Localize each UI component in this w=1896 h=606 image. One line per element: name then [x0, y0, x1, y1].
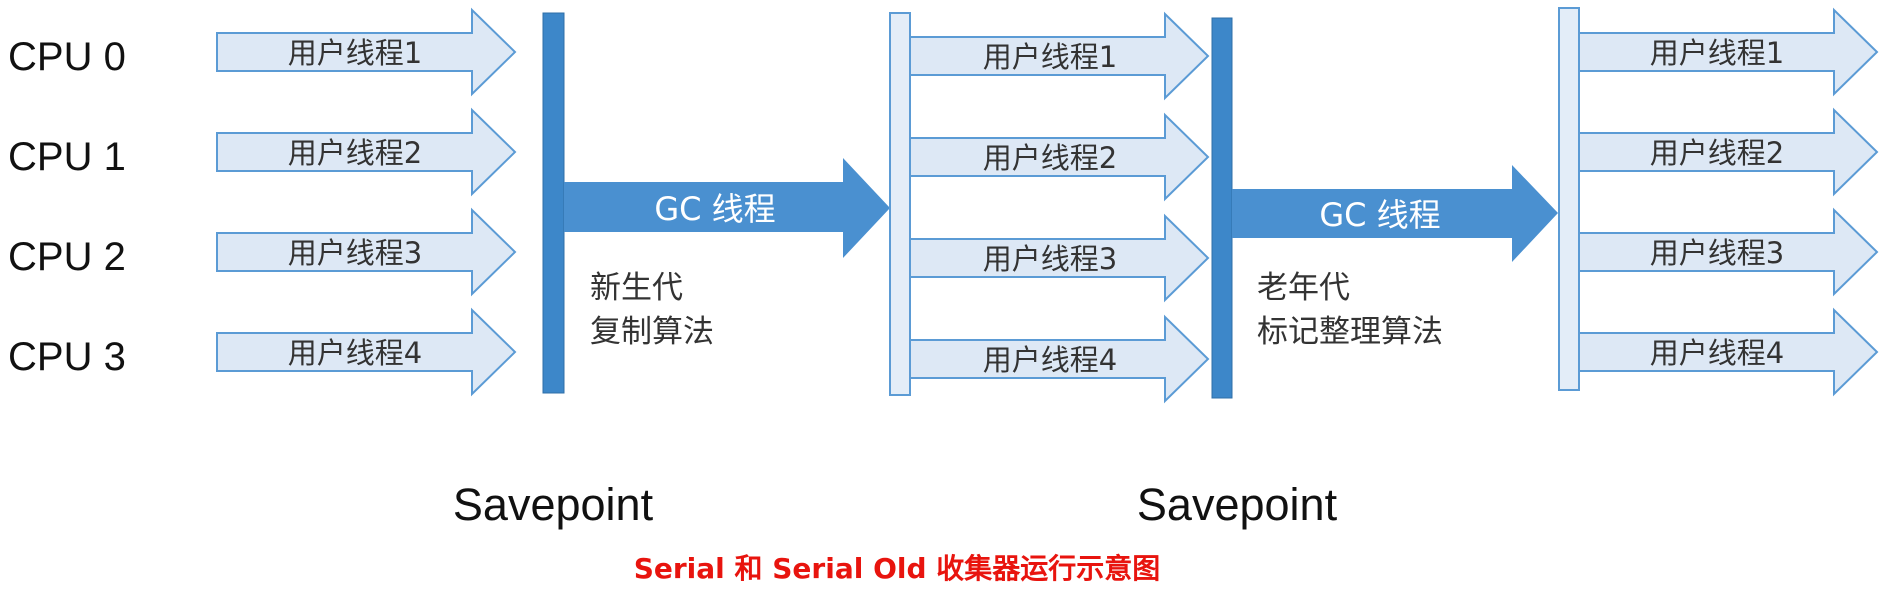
- thread-arrow-3: [1578, 207, 1879, 297]
- savepoint-label-2: Savepoint: [1137, 479, 1338, 530]
- copy-algorithm-label: 复制算法: [590, 314, 714, 350]
- thread-label: 用户线程3: [983, 242, 1117, 276]
- cpu-label-1: CPU 1: [8, 135, 126, 179]
- savepoint-bar-1: [542, 12, 565, 394]
- cpu-label-3: CPU 3: [8, 335, 126, 379]
- thread-label: 用户线程2: [983, 141, 1117, 175]
- thread-arrow-4: [1578, 307, 1879, 397]
- thread-label: 用户线程4: [983, 343, 1117, 377]
- phase3-threads: 用户线程1 用户线程2 用户线程3 用户线程4: [1578, 7, 1879, 397]
- thread-arrow-1: [216, 7, 517, 97]
- thread-arrow-3: [909, 213, 1210, 303]
- thread-label: 用户线程1: [288, 36, 422, 70]
- thread-arrow-2: [909, 112, 1210, 202]
- thread-arrow-4: [909, 314, 1210, 404]
- cpu-label-0: CPU 0: [8, 35, 126, 79]
- savepoint-label-1: Savepoint: [453, 479, 654, 530]
- thread-arrow-3: [216, 207, 517, 297]
- thread-arrow-1: [909, 11, 1210, 101]
- gc-arrow-1: [564, 158, 890, 258]
- diagram-caption: Serial 和 Serial Old 收集器运行示意图: [634, 552, 1161, 585]
- old-gen-label: 老年代: [1257, 270, 1350, 306]
- thread-label: 用户线程1: [1650, 36, 1784, 70]
- thread-arrow-1: [1578, 7, 1879, 97]
- thread-arrow-4: [216, 307, 517, 397]
- thread-label: 用户线程3: [288, 236, 422, 270]
- thread-arrow-2: [1578, 107, 1879, 197]
- cpu-label-2: CPU 2: [8, 235, 126, 279]
- thread-label: 用户线程2: [1650, 136, 1784, 170]
- thread-label: 用户线程2: [288, 136, 422, 170]
- gc-thread-label: GC 线程: [1319, 196, 1440, 234]
- thread-label: 用户线程4: [288, 336, 422, 370]
- thread-label: 用户线程3: [1650, 236, 1784, 270]
- thread-label: 用户线程1: [983, 40, 1117, 74]
- savepoint-bar-2: [1211, 17, 1233, 399]
- resume-bar-2: [1558, 7, 1580, 391]
- resume-bar-1: [889, 12, 911, 396]
- thread-label: 用户线程4: [1650, 336, 1784, 370]
- mark-compact-algorithm-label: 标记整理算法: [1257, 314, 1443, 350]
- young-gen-label: 新生代: [590, 270, 683, 306]
- phase1-threads: 用户线程1 用户线程2 用户线程3 用户线程4: [216, 7, 517, 397]
- thread-arrow-2: [216, 107, 517, 197]
- phase2-threads: 用户线程1 用户线程2 用户线程3 用户线程4: [909, 11, 1210, 404]
- gc-thread-label: GC 线程: [654, 190, 775, 228]
- gc-arrow-2: [1232, 165, 1558, 262]
